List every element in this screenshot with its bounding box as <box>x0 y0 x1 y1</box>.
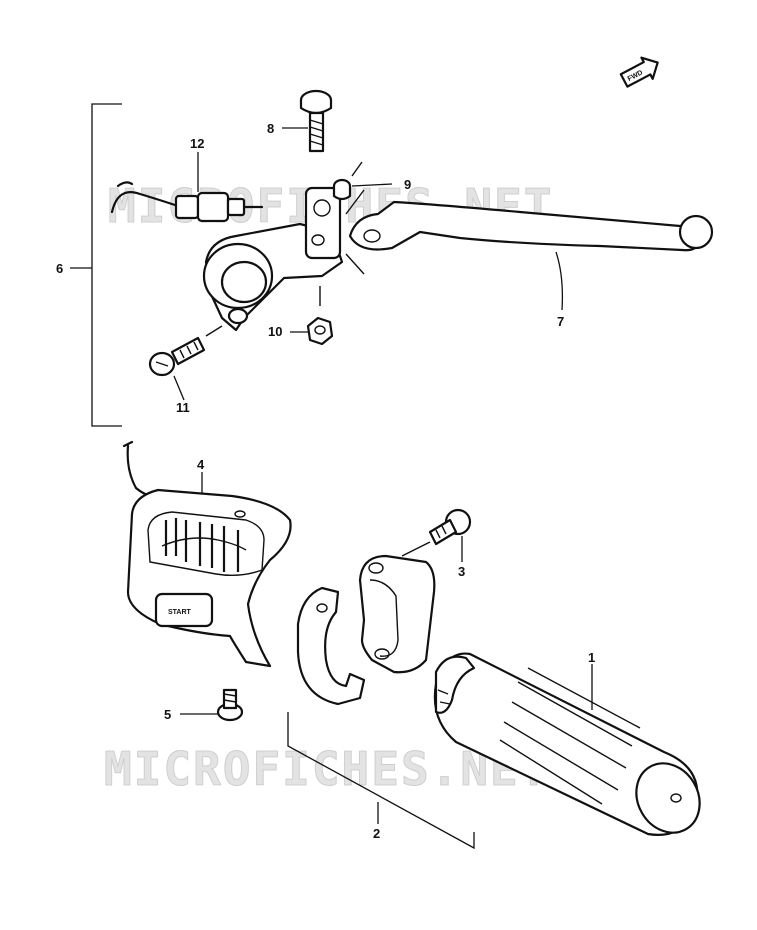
switch-wire-end <box>122 440 134 448</box>
callout-5: 5 <box>164 707 171 722</box>
lever-adjuster <box>332 178 352 201</box>
start-button-label: START <box>168 609 192 616</box>
switch-screw <box>216 688 244 722</box>
lever-bracket <box>202 186 344 332</box>
clamp-screw-guide <box>401 541 431 557</box>
bracket-screw <box>148 336 206 377</box>
leader-11 <box>173 375 185 401</box>
assembly-guide-lines <box>345 161 365 275</box>
clamp-screw <box>428 508 472 546</box>
callout-12: 12 <box>190 136 204 151</box>
callout-3: 3 <box>458 564 465 579</box>
callout-4: 4 <box>197 457 205 472</box>
callout-10: 10 <box>268 324 282 339</box>
leader-7 <box>555 251 564 311</box>
callout-7: 7 <box>557 314 564 329</box>
screw-guide-line <box>205 325 223 337</box>
stop-switch <box>110 181 264 223</box>
callout-9: 9 <box>404 177 411 192</box>
callout-11: 11 <box>176 400 190 415</box>
brake-lever <box>348 200 714 252</box>
clamp-upper-half <box>358 554 436 674</box>
forward-arrow-icon: FWD <box>619 56 659 88</box>
callout-1: 1 <box>588 650 595 665</box>
pivot-bolt <box>299 89 333 153</box>
leader-9 <box>351 183 393 187</box>
callout-6: 6 <box>56 261 63 276</box>
assembly-bracket <box>91 103 122 427</box>
callout-2: 2 <box>373 826 380 841</box>
clamp-lower-half <box>296 586 366 706</box>
throttle-grip <box>433 652 701 836</box>
switch-housing: START <box>126 488 292 668</box>
callout-8: 8 <box>267 121 274 136</box>
clamp-bracket <box>287 712 475 850</box>
pivot-nut <box>306 316 334 346</box>
